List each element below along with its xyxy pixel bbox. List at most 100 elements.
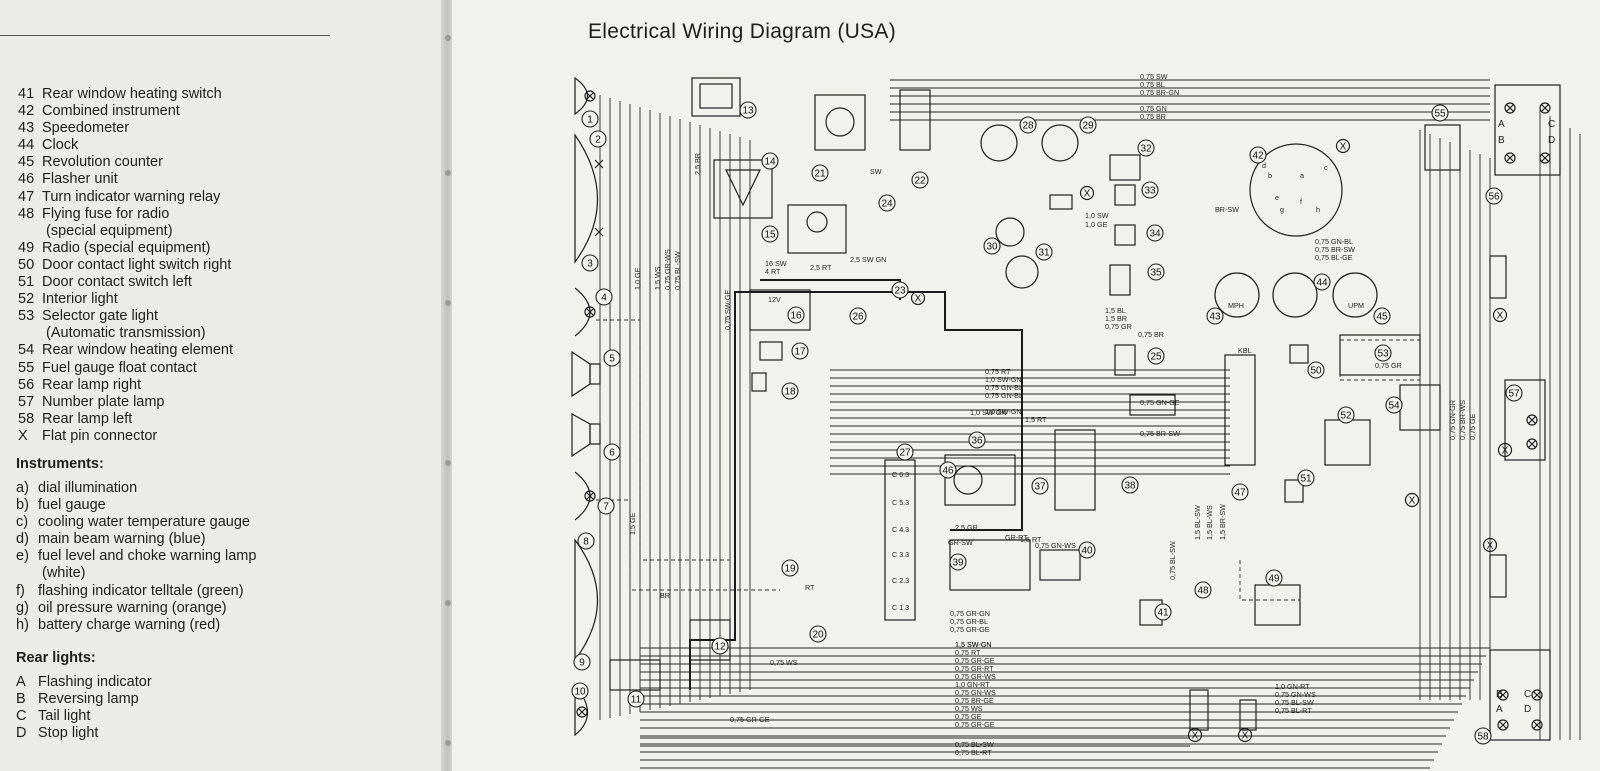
component-number: 31 <box>1038 248 1050 259</box>
lamp-cross <box>1499 721 1507 729</box>
legend-marker: 42 <box>18 103 35 120</box>
door-switch-51 <box>1284 479 1304 503</box>
regulator-14 <box>713 159 773 219</box>
component-number-circle <box>739 101 757 119</box>
wire-label: 0,75 GR <box>1375 361 1402 370</box>
component-number: 29 <box>1082 121 1094 132</box>
connector-x: X <box>1497 311 1504 322</box>
instrument-item: a)dial illumination <box>16 480 436 497</box>
wire-label: 0,75 WS <box>955 704 983 713</box>
relay-11 <box>609 659 661 691</box>
instrument-text: fuel gauge <box>38 497 106 514</box>
component-number-circle <box>581 254 599 272</box>
instrument-text: dial illumination <box>38 480 138 496</box>
lamp <box>584 90 596 102</box>
wire-label: C 2.3 <box>892 576 909 585</box>
legend-text: Selector gate light <box>42 308 159 325</box>
lamp <box>584 490 596 502</box>
component-number-circle <box>896 443 914 461</box>
rear-light-text: Flashing indicator <box>38 674 152 690</box>
component-number-circle <box>1206 307 1224 325</box>
component-number-circle <box>1307 361 1325 379</box>
connector-strip <box>1049 194 1073 210</box>
component-number-circle <box>1474 727 1492 745</box>
wire-label: f <box>1300 197 1302 206</box>
relay-34 <box>1114 224 1136 246</box>
component-number-circle <box>603 443 621 461</box>
component-number: 45 <box>1376 312 1388 323</box>
connector-strip <box>1239 699 1257 731</box>
legend-text: Interior light <box>42 291 118 308</box>
component-number: 40 <box>1081 546 1093 557</box>
wire-label: 0,75 GN-GE <box>1140 398 1180 407</box>
legend-marker: 41 <box>18 86 35 102</box>
wire-label: C 5.3 <box>892 498 909 507</box>
lamp <box>1526 438 1538 450</box>
wire-label: e <box>1275 193 1279 202</box>
component-number-circle <box>589 130 607 148</box>
wire-label: 1,0 SW-GN <box>985 407 1022 416</box>
legend-item: (Automatic transmission) <box>18 325 438 342</box>
component-number-circle <box>781 382 799 400</box>
legend-text: Door contact light switch right <box>42 256 232 273</box>
rear-lamp-letter: D <box>1524 704 1531 715</box>
rear-lamp-58 <box>1489 649 1551 741</box>
lamp <box>1531 689 1543 701</box>
rear-light-text: Tail light <box>38 708 91 725</box>
component-number-circle <box>1147 263 1165 281</box>
component-number-circle <box>1194 581 1212 599</box>
flat-pin-connector <box>1497 442 1513 458</box>
rear-light-text: Stop light <box>38 725 99 742</box>
lamp <box>1526 414 1538 426</box>
component-number: 27 <box>899 448 911 459</box>
wire-label: g <box>1280 205 1284 214</box>
component-number-circle <box>878 194 896 212</box>
component-number-circle <box>1035 243 1053 261</box>
wiper-motor-28 <box>980 124 1018 162</box>
rear-lamp-letter: A <box>1496 704 1503 715</box>
wire-label: 0,75 GR-BL <box>950 617 988 626</box>
wire-label: h <box>1316 205 1320 214</box>
flat-pin-connector <box>910 290 926 306</box>
component-number-circle <box>1485 187 1503 205</box>
wire-label: 1,0 SW-GN <box>985 375 1022 384</box>
clock-44 <box>1272 272 1318 318</box>
lamp-cross <box>1499 691 1507 699</box>
component-number-circle <box>891 281 909 299</box>
rear-lamp-letter: C <box>1548 119 1555 130</box>
wire-label: C 6.3 <box>892 470 909 479</box>
rev-counter-45 <box>1332 272 1378 318</box>
component-number: 52 <box>1340 411 1352 422</box>
wire-label: 1,5 BL-WS <box>1205 505 1214 540</box>
connector-strip <box>1489 255 1507 299</box>
component-number-circle <box>1374 344 1392 362</box>
wire-label: 2,5 GR <box>955 523 978 532</box>
wire-label: 1,5 BR <box>1105 314 1127 323</box>
wire-label: 0,75 BL-RT <box>955 748 992 757</box>
instrument-marker: c) <box>16 514 29 531</box>
headlamp-8-9 <box>574 538 599 662</box>
wire-label: 0,75 GR-GE <box>950 625 990 634</box>
component-number: 17 <box>794 347 806 358</box>
component-number: 53 <box>1377 349 1389 360</box>
battery-16 <box>749 289 811 331</box>
wire-label: 0,75 GN-BL <box>985 383 1023 392</box>
relay-inner <box>699 83 733 109</box>
binding-stitch <box>445 740 451 746</box>
instrument-item: e)fuel level and choke warning lamp <box>16 548 436 565</box>
component-number-circle <box>1265 569 1283 587</box>
connector-x: X <box>1502 446 1509 457</box>
headlamp-1 <box>574 76 589 116</box>
fan-31 <box>1005 255 1039 289</box>
legend-text: Rear lamp left <box>42 410 133 427</box>
horn-5 <box>571 350 591 398</box>
legend-marker <box>18 223 42 240</box>
dashed-wire <box>596 499 780 591</box>
horn-6 <box>571 412 591 458</box>
lamp <box>1539 102 1551 114</box>
